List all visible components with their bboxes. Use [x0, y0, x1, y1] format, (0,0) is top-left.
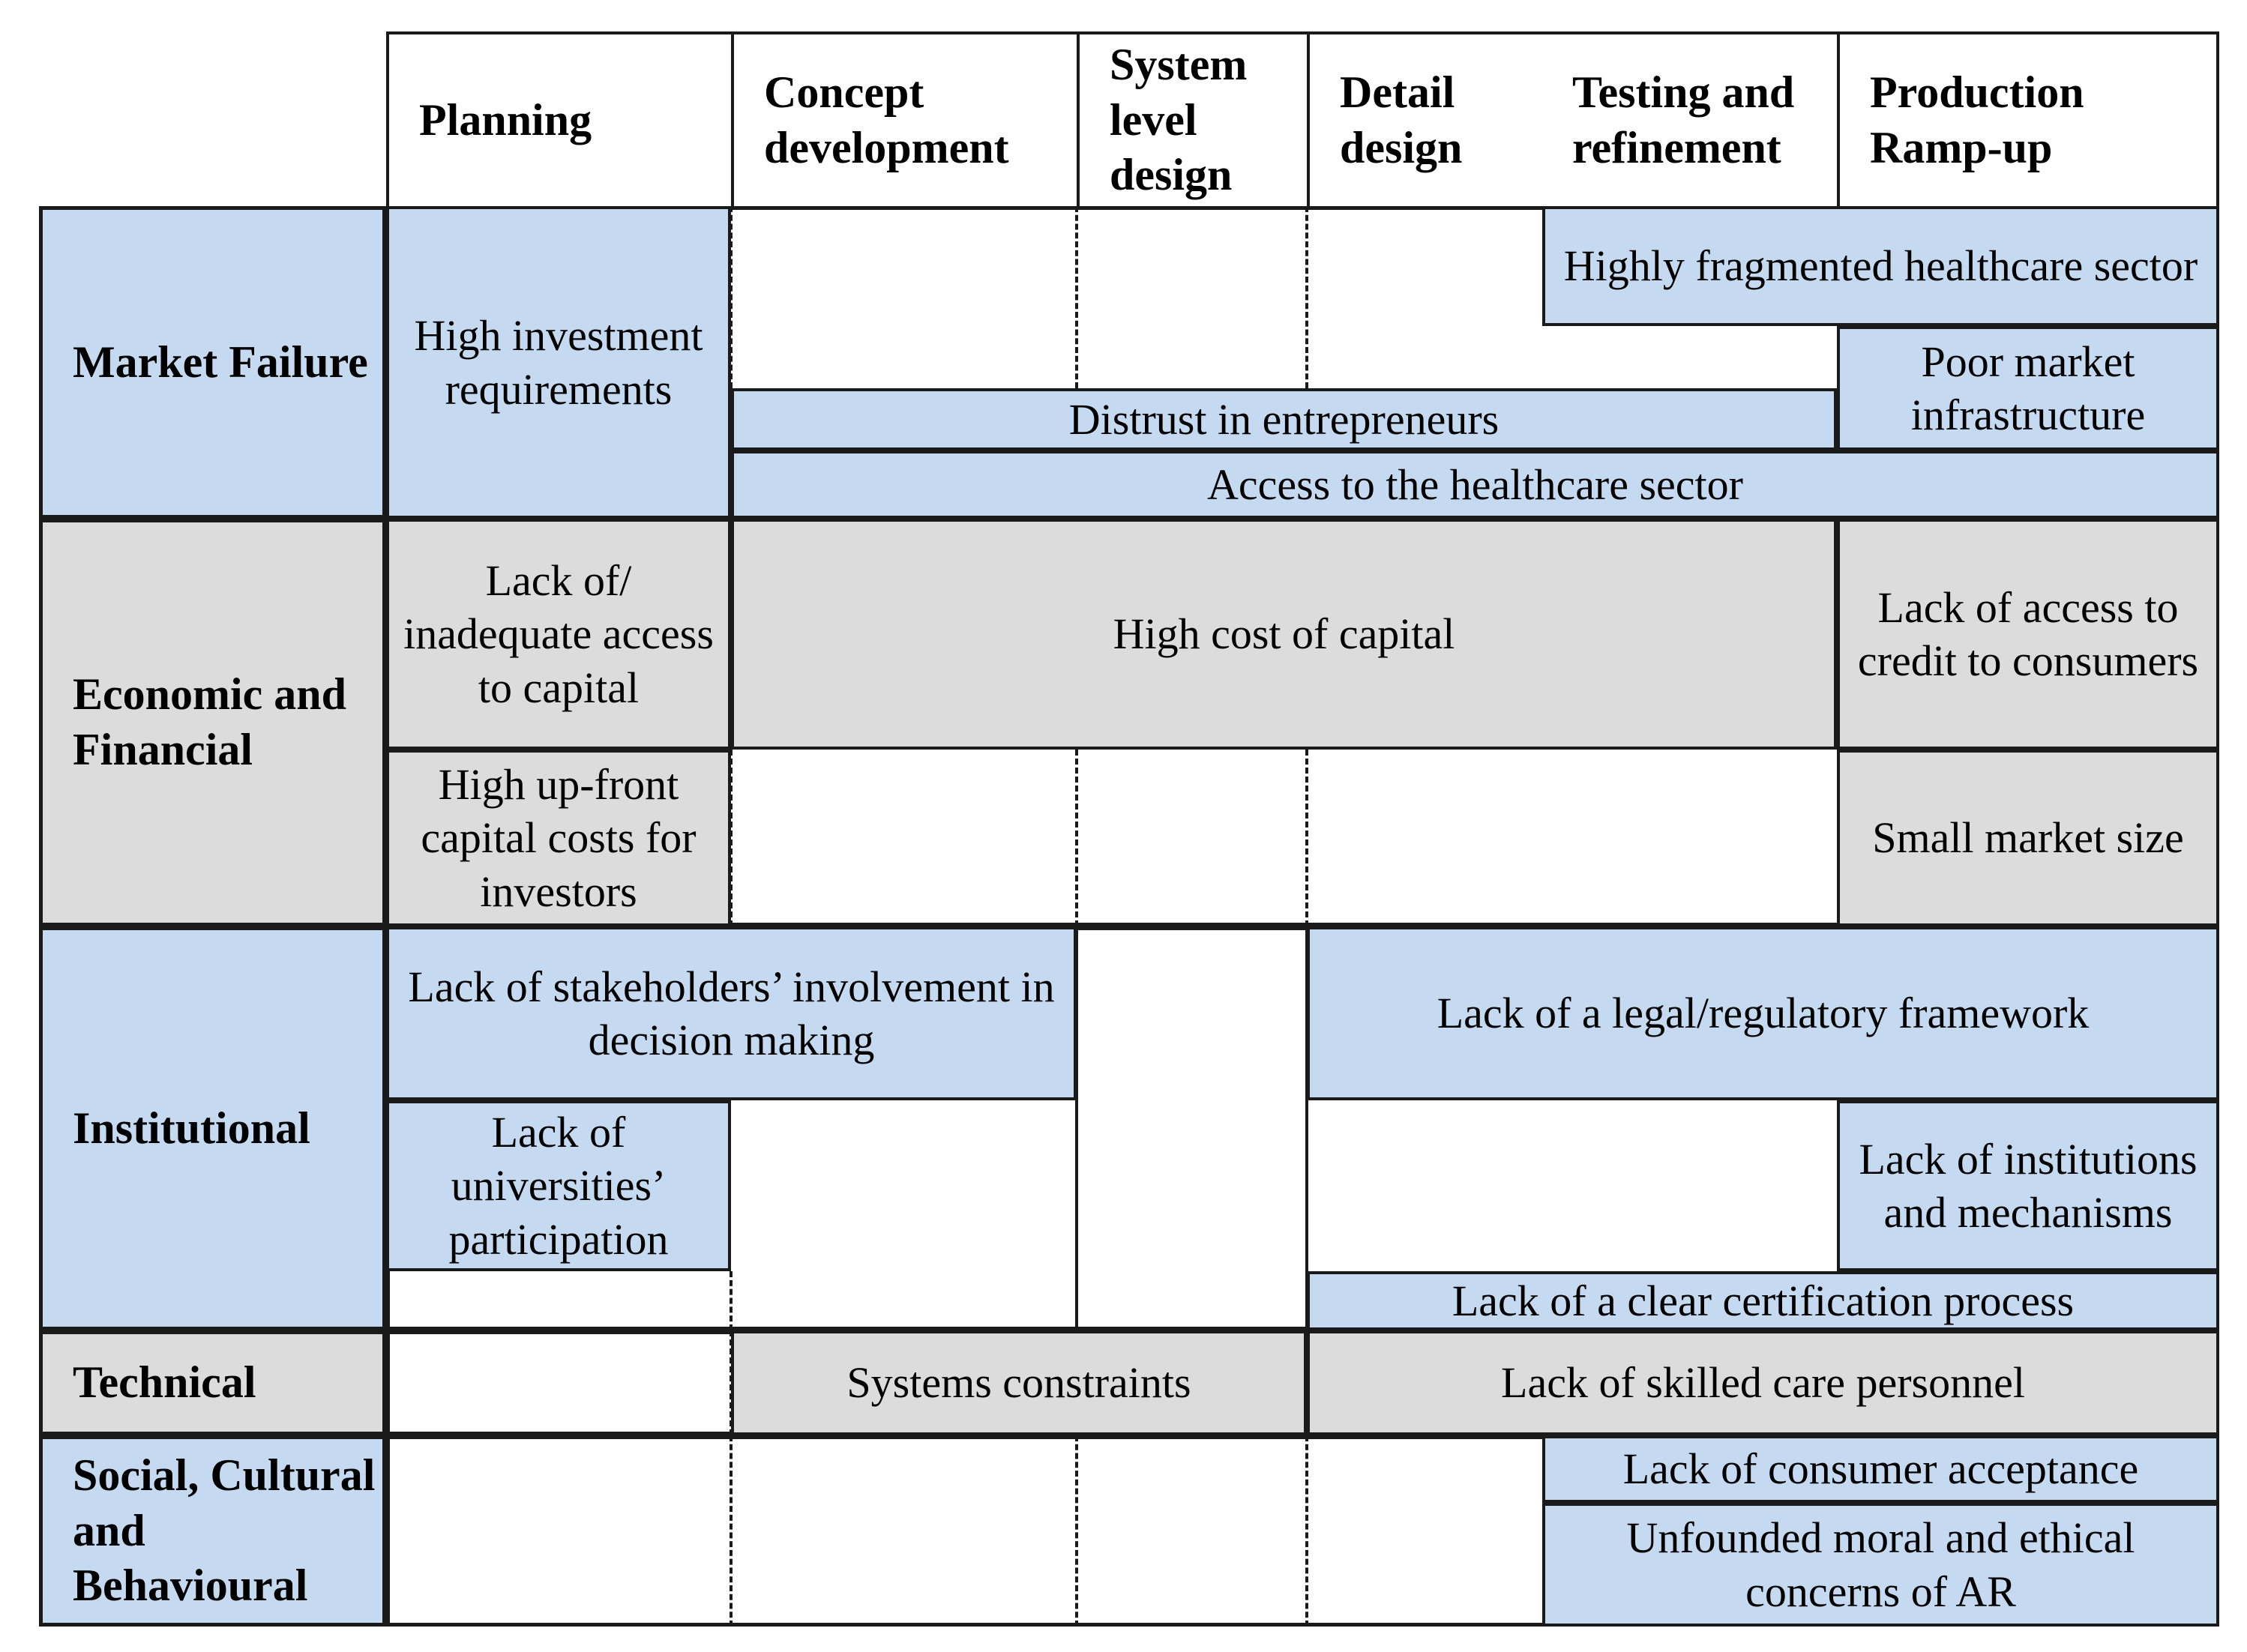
stage-header-planning: Planning — [386, 31, 731, 206]
barrier-label: Lack of a legal/regulatory framework — [1437, 989, 2090, 1038]
barrier-label: Lack of stakeholders’ involvement in dec… — [408, 962, 1055, 1064]
barrier-box: High cost of capital — [731, 519, 1837, 750]
barrier-box: Distrust in entrepreneurs — [731, 388, 1837, 450]
barrier-box: Lack of universities’ participation — [386, 1100, 731, 1271]
barrier-label: Lack of access to credit to consumers — [1857, 582, 2199, 685]
stage-guide-line — [730, 750, 733, 926]
stage-guide-line — [1075, 206, 1078, 388]
stage-guide-line — [1075, 750, 1078, 926]
category-economic-and-financial: Economic and Financial — [39, 519, 386, 926]
category-label: Technical — [73, 1357, 256, 1408]
barrier-label: Lack of a clear certification process — [1452, 1276, 2075, 1325]
barrier-box: Lack of a legal/regulatory framework — [1307, 926, 2219, 1100]
stage-guide-line — [1075, 1435, 1078, 1627]
barrier-box: Access to the healthcare sector — [731, 450, 2219, 519]
barrier-box: Lack of institutions and mechanisms — [1837, 1100, 2219, 1271]
barrier-label: High investment requirements — [414, 311, 703, 414]
stage-label: Detail design — [1340, 67, 1463, 172]
category-label: Institutional — [73, 1103, 310, 1153]
stage-label: System level design — [1110, 39, 1248, 200]
stage-guide-line — [1305, 206, 1308, 388]
barrier-label: High cost of capital — [1113, 609, 1455, 659]
stage-label: Testing and refinement — [1572, 67, 1795, 172]
barrier-box: Lack of skilled care personnel — [1307, 1330, 2219, 1435]
stage-header-production-ramp-up: Production Ramp-up — [1837, 31, 2219, 206]
category-market-failure: Market Failure — [39, 206, 386, 519]
category-label: Economic and Financial — [73, 669, 347, 774]
stage-header-concept-development: Concept development — [731, 31, 1077, 206]
barrier-label: Unfounded moral and ethical concerns of … — [1626, 1513, 2135, 1616]
barrier-label: High up-front capital costs for investor… — [421, 760, 697, 916]
barrier-label: Lack of consumer acceptance — [1622, 1444, 2139, 1494]
barrier-box: Lack of consumer acceptance — [1542, 1435, 2219, 1503]
stage-header-testing-and-refinement: Testing and refinement — [1542, 31, 1837, 206]
barrier-label: Systems constraints — [846, 1358, 1191, 1408]
stage-guide-line — [730, 206, 733, 388]
column-separator — [1305, 926, 1308, 1330]
barrier-box: Lack of a clear certification process — [1307, 1271, 2219, 1330]
stage-label: Concept development — [764, 67, 1009, 172]
barrier-label: Lack of skilled care personnel — [1501, 1358, 2025, 1408]
category-social-cultural-and-behavioural: Social, Cultural and Behavioural — [39, 1435, 386, 1627]
barrier-label: Lack of institutions and mechanisms — [1859, 1134, 2198, 1237]
barrier-label: Highly fragmented healthcare sector — [1563, 241, 2198, 291]
barrier-box: Lack of stakeholders’ involvement in dec… — [386, 926, 1077, 1100]
barrier-box: High investment requirements — [386, 206, 731, 519]
barrier-label: Small market size — [1872, 813, 2184, 863]
stage-header-system-level-design: System level design — [1077, 31, 1307, 206]
barrier-label: Distrust in entrepreneurs — [1068, 394, 1499, 444]
barrier-label: Lack of/ inadequate access to capital — [403, 556, 714, 712]
barrier-box: Unfounded moral and ethical concerns of … — [1542, 1503, 2219, 1627]
barrier-box: Poor market infrastructure — [1837, 326, 2219, 450]
stage-header-detail-design: Detail design — [1307, 31, 1542, 206]
stage-guide-line — [730, 1271, 733, 1330]
category-technical: Technical — [39, 1330, 386, 1435]
column-separator — [1075, 926, 1078, 1330]
barrier-box: Lack of access to credit to consumers — [1837, 519, 2219, 750]
stage-label: Planning — [419, 94, 592, 145]
barrier-box: Lack of/ inadequate access to capital — [386, 519, 731, 750]
barrier-box: Small market size — [1837, 750, 2219, 926]
barrier-label: Poor market infrastructure — [1910, 337, 2146, 439]
barrier-box: Systems constraints — [731, 1330, 1307, 1435]
stage-label: Production Ramp-up — [1870, 67, 2084, 172]
stage-guide-line — [1305, 1435, 1308, 1627]
barrier-label: Access to the healthcare sector — [1207, 459, 1743, 509]
category-label: Social, Cultural and Behavioural — [73, 1450, 376, 1611]
barrier-box: Highly fragmented healthcare sector — [1542, 206, 2219, 326]
category-institutional: Institutional — [39, 926, 386, 1330]
stage-guide-line — [730, 1435, 733, 1627]
stage-guide-line — [1305, 750, 1308, 926]
barrier-label: Lack of universities’ participation — [448, 1108, 669, 1264]
barrier-box: High up-front capital costs for investor… — [386, 750, 731, 926]
category-label: Market Failure — [73, 337, 368, 387]
